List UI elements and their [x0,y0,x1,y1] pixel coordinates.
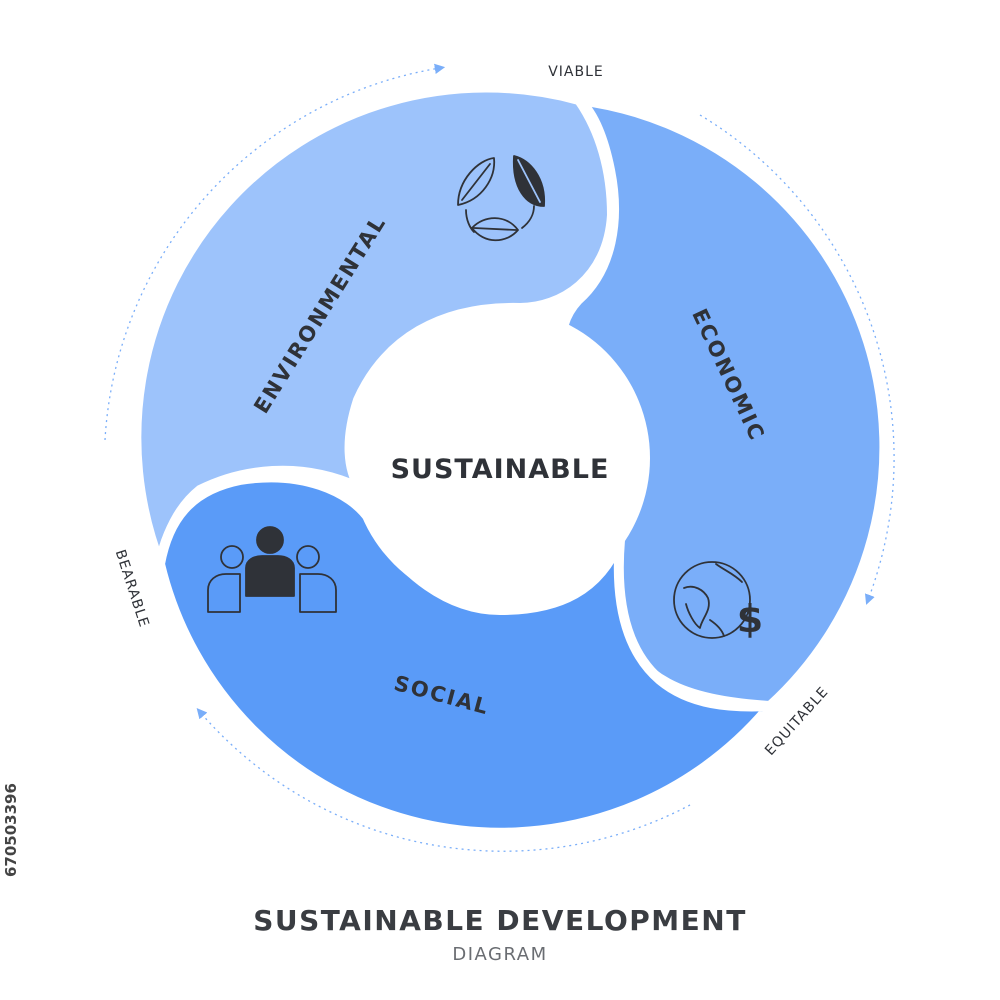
pair-label-viable: VIABLE [548,64,604,80]
leaves-cycle-icon [457,155,545,242]
arrow-right [699,114,895,605]
globe-dollar-icon: $ [673,561,763,641]
ring-segments [131,82,890,838]
people-group-icon [207,526,337,613]
stock-id: 670503396 [2,783,20,877]
page-title: SUSTAINABLE DEVELOPMENT [253,904,747,937]
svg-text:$: $ [737,597,763,641]
pair-label-bearable: BEARABLE [112,548,152,630]
center-circle [350,308,650,608]
cycle-arrows [104,63,895,852]
center-label: SUSTAINABLE [391,454,610,485]
page-subtitle: DIAGRAM [452,944,548,965]
arrow-bottom [196,708,691,852]
arrow-top-left [104,63,446,441]
